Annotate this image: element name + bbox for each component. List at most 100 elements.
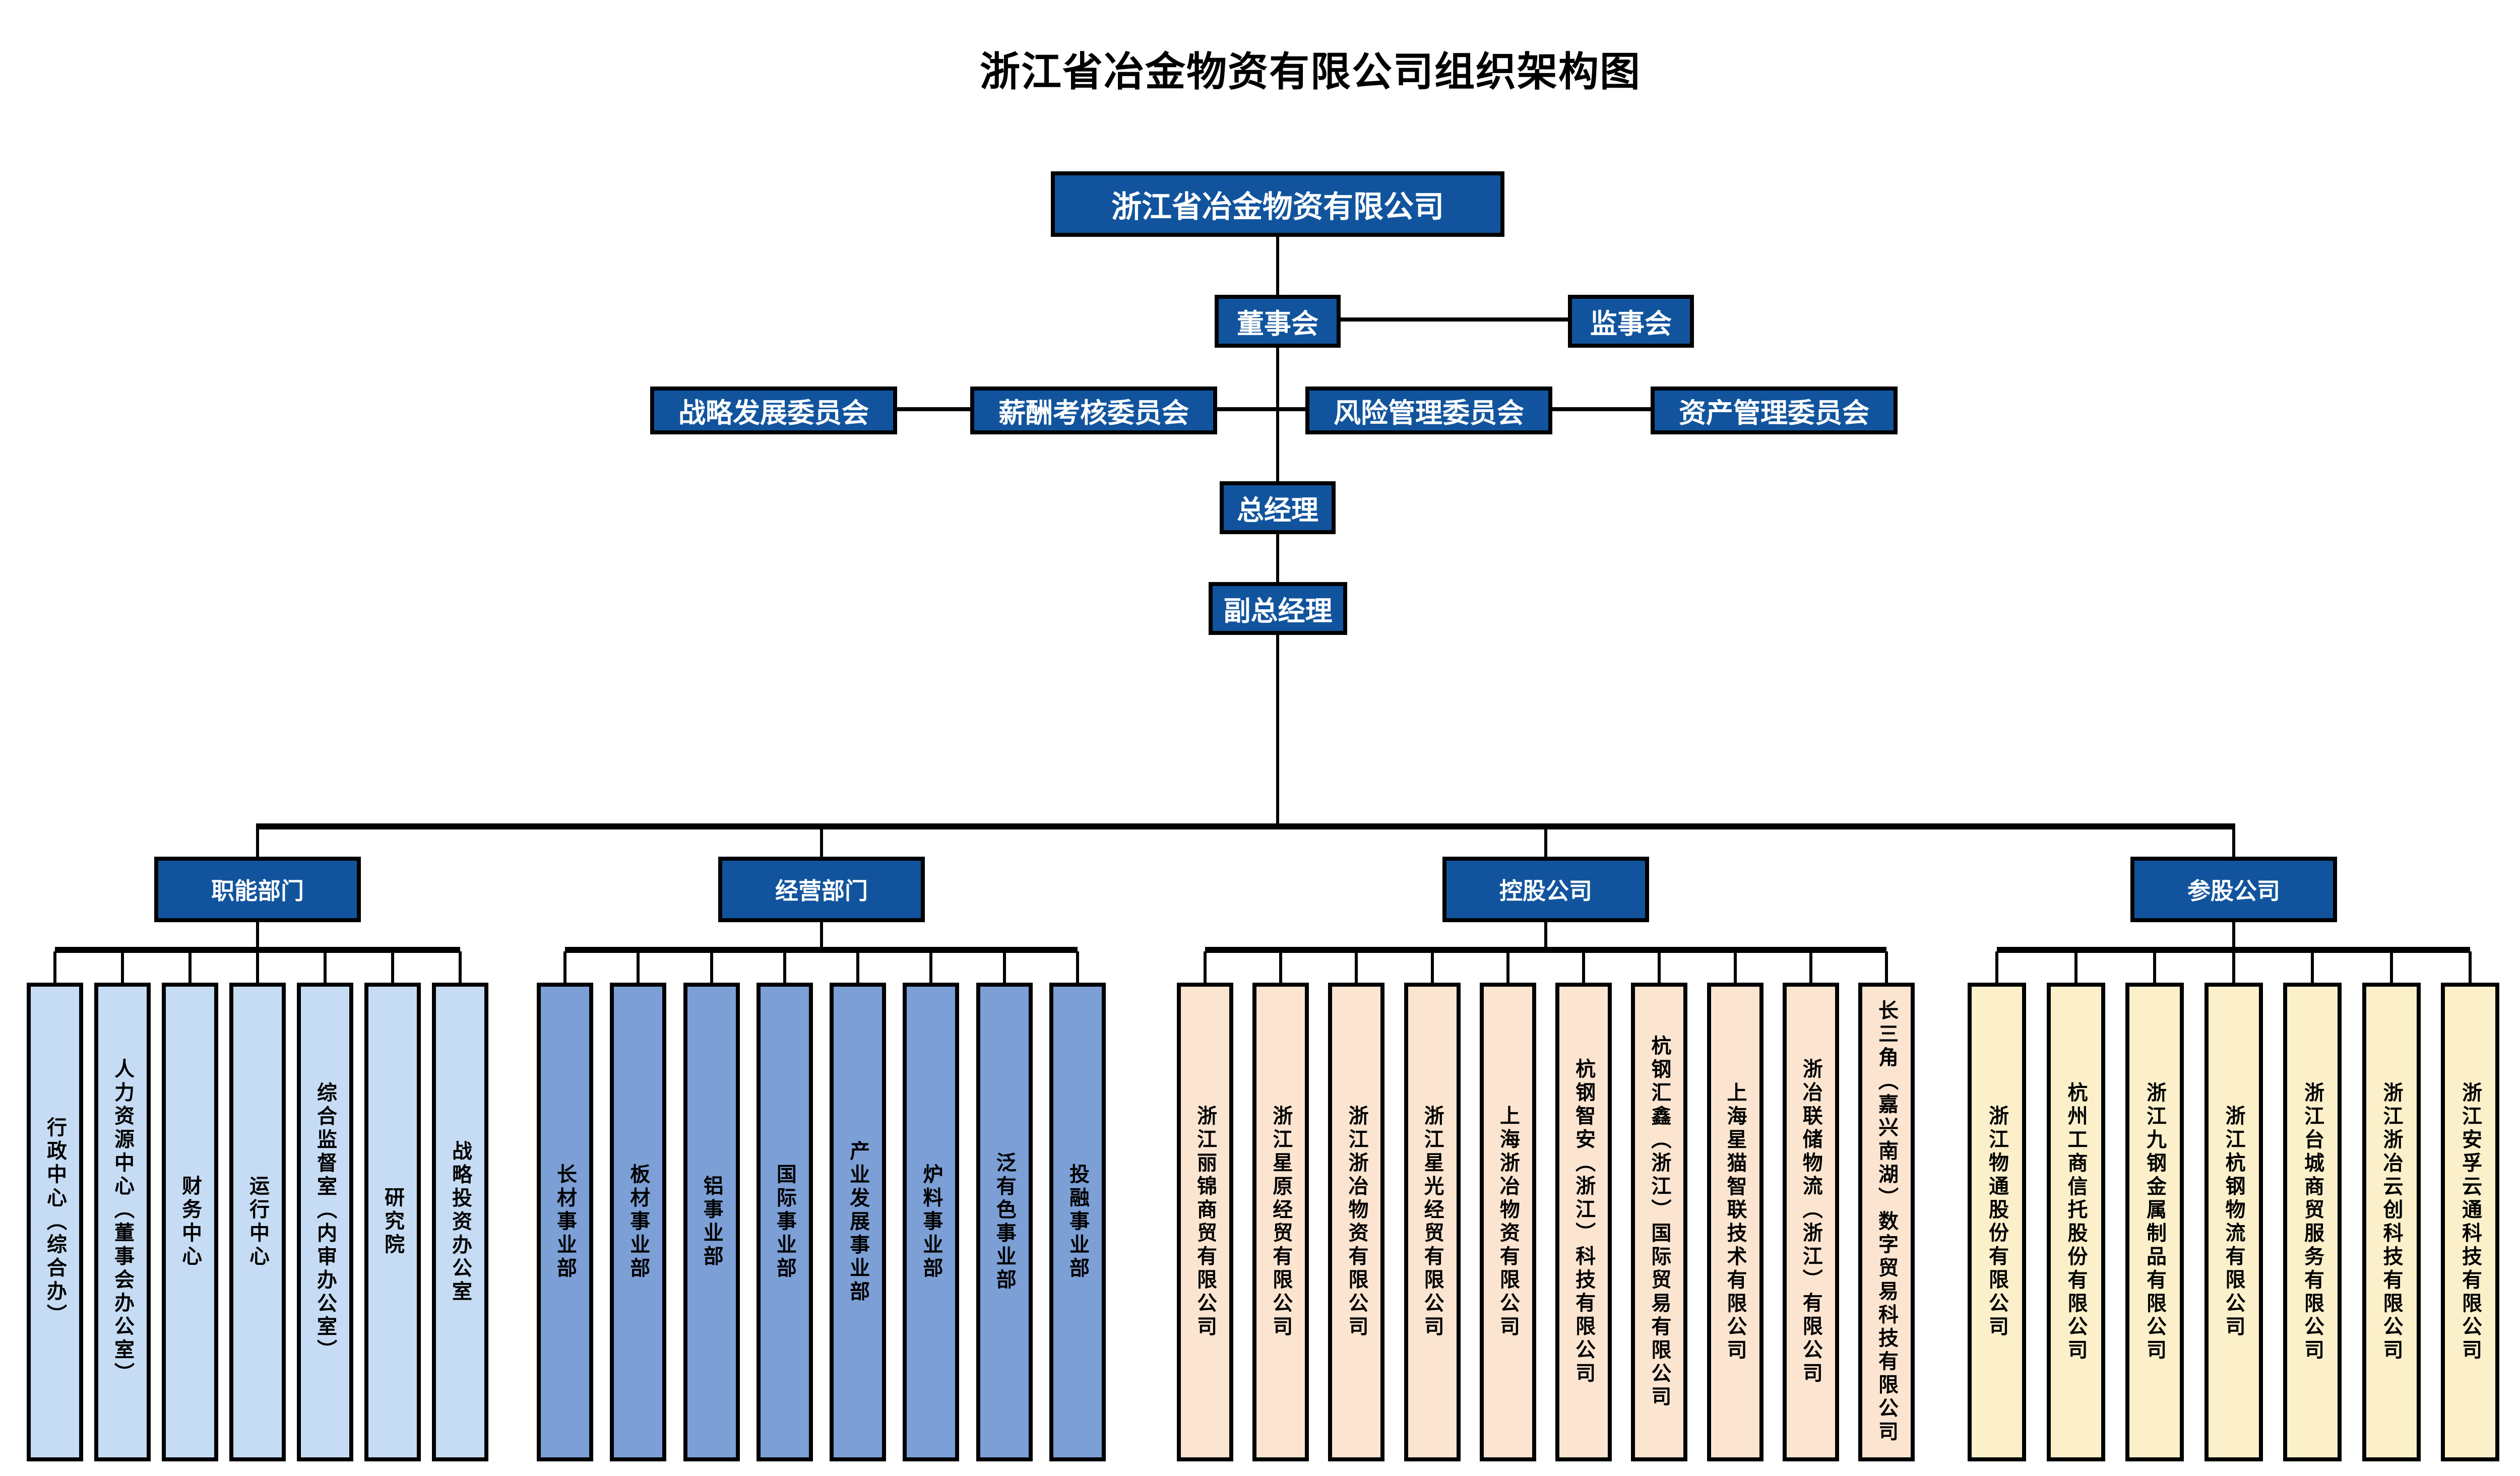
company-column-label: 长三角（嘉兴南湖）数字贸易科技有限公司 [1874,1000,1898,1444]
company-column: 杭州工商信托股份有限公司 [2046,951,2105,1461]
board-box: 董事会 [1215,295,1341,348]
committee-strategy-box: 战略发展委员会 [650,387,897,434]
dept-column-label: 战略投资办公室 [449,1140,472,1304]
dept-column-label: 运行中心 [246,1175,269,1269]
dept-column-label: 炉料事业部 [919,1164,943,1280]
group-columns-functional: 行政中心（综合办） 人力资源中心（董事会办公室） 财务中心 运行中心 综合监督室… [27,951,488,1461]
distribution-line-invested [1997,947,2470,953]
committee-risk-box: 风险管理委员会 [1305,387,1552,434]
company-column: 浙江浙冶云创科技有限公司 [2362,951,2421,1461]
dept-column: 研究院 [364,951,421,1461]
group-columns-invested: 浙江物通股份有限公司 杭州工商信托股份有限公司 浙江九钢金属制品有限公司 浙江杭… [1968,951,2499,1461]
drop-invested [2232,829,2235,857]
dept-column: 运行中心 [229,951,286,1461]
connector-board-supervisory [1341,317,1568,322]
group-header-holding: 控股公司 [1442,857,1649,922]
distribution-line-holding [1205,947,1886,953]
connector-root-board [1276,237,1279,295]
dept-column-label: 研究院 [381,1187,404,1257]
dept-column-label: 投融事业部 [1065,1164,1089,1280]
company-column-label: 杭州工商信托股份有限公司 [2064,1081,2088,1363]
drop-functional [256,829,259,857]
group-header-functional: 职能部门 [154,857,361,922]
group-columns-business: 长材事业部 板材事业部 铝事业部 国际事业部 产业发展事业部 炉料事业部 泛有色… [537,951,1106,1461]
dept-column-label: 泛有色事业部 [992,1151,1016,1293]
connector-board-gm [1276,348,1279,481]
company-column-label: 浙江物通股份有限公司 [1985,1105,2008,1339]
group-columns-holding: 浙江丽锦商贸有限公司 浙江星原经贸有限公司 浙江浙冶物资有限公司 浙江星光经贸有… [1177,951,1915,1461]
company-column-label: 浙江台城商贸服务有限公司 [2301,1081,2324,1363]
dept-column-label: 综合监督室（内审办公室） [313,1081,337,1363]
header-drop-invested [2232,922,2235,950]
group-header-invested: 参股公司 [2130,857,2337,922]
company-column-label: 上海浙冶物资有限公司 [1496,1105,1520,1339]
trunk-line [256,823,2235,829]
supervisory-board-box: 监事会 [1568,295,1694,348]
dept-column: 综合监督室（内审办公室） [297,951,353,1461]
dept-column: 财务中心 [162,951,218,1461]
distribution-line-functional [55,947,460,953]
company-column-label: 浙江丽锦商贸有限公司 [1193,1105,1217,1339]
company-column: 浙江台城商贸服务有限公司 [2283,951,2342,1461]
header-drop-business [820,922,823,950]
drop-holding [1544,829,1547,857]
dept-column: 战略投资办公室 [432,951,488,1461]
company-column-label: 上海星猫智联技术有限公司 [1723,1081,1747,1363]
company-column-label: 浙冶联储物流（浙江）有限公司 [1799,1058,1822,1386]
company-column: 浙江星光经贸有限公司 [1404,951,1461,1461]
dept-column: 投融事业部 [1049,951,1106,1461]
dept-column: 人力资源中心（董事会办公室） [94,951,151,1461]
company-column-label: 浙江浙冶物资有限公司 [1345,1105,1368,1339]
committee-asset-box: 资产管理委员会 [1651,387,1898,434]
company-column: 杭钢智安（浙江）科技有限公司 [1555,951,1612,1461]
connector-committees [897,407,1651,411]
header-drop-functional [256,922,259,950]
dept-column: 国际事业部 [756,951,813,1461]
company-column: 长三角（嘉兴南湖）数字贸易科技有限公司 [1858,951,1915,1461]
company-column: 浙江九钢金属制品有限公司 [2125,951,2184,1461]
dept-column-label: 产业发展事业部 [846,1140,870,1304]
connector-gm-dgm [1276,534,1279,582]
company-column-label: 浙江安孚云通科技有限公司 [2459,1081,2482,1363]
company-column: 浙江杭钢物流有限公司 [2204,951,2263,1461]
dept-column-label: 行政中心（综合办） [43,1117,67,1327]
dept-column: 炉料事业部 [903,951,960,1461]
dept-column-label: 铝事业部 [700,1175,723,1269]
company-column-label: 浙江星原经贸有限公司 [1269,1105,1293,1339]
deputy-general-manager-box: 副总经理 [1209,582,1347,635]
dept-column-label: 板材事业部 [626,1164,650,1280]
company-column: 浙江安孚云通科技有限公司 [2441,951,2499,1461]
dept-column: 板材事业部 [610,951,667,1461]
company-column-label: 杭钢汇鑫（浙江）国际贸易有限公司 [1648,1035,1671,1409]
company-column: 浙江物通股份有限公司 [1968,951,2026,1461]
company-column: 上海星猫智联技术有限公司 [1707,951,1763,1461]
company-column: 浙江丽锦商贸有限公司 [1177,951,1233,1461]
dept-column: 产业发展事业部 [830,951,887,1461]
company-column-label: 浙江星光经贸有限公司 [1420,1105,1444,1339]
dept-column: 行政中心（综合办） [27,951,83,1461]
page-title: 浙江省冶金物资有限公司组织架构图 [980,48,1641,95]
drop-business [820,829,823,857]
dept-column-label: 人力资源中心（董事会办公室） [111,1058,134,1386]
dept-column-label: 国际事业部 [773,1164,796,1280]
company-column: 上海浙冶物资有限公司 [1479,951,1536,1461]
dept-column-label: 长材事业部 [553,1164,577,1280]
group-header-business: 经营部门 [718,857,925,922]
general-manager-box: 总经理 [1220,481,1336,534]
dept-column-label: 财务中心 [178,1175,202,1269]
company-column: 杭钢汇鑫（浙江）国际贸易有限公司 [1631,951,1688,1461]
root-company-box: 浙江省冶金物资有限公司 [1051,171,1504,237]
dept-column: 泛有色事业部 [976,951,1033,1461]
distribution-line-business [565,947,1078,953]
dept-column: 长材事业部 [537,951,593,1461]
company-column-label: 浙江杭钢物流有限公司 [2222,1105,2245,1339]
committee-compensation-box: 薪酬考核委员会 [970,387,1217,434]
company-column-label: 浙江九钢金属制品有限公司 [2143,1081,2166,1363]
connector-dgm-trunk [1276,635,1279,829]
company-column-label: 浙江浙冶云创科技有限公司 [2379,1081,2403,1363]
company-column-label: 杭钢智安（浙江）科技有限公司 [1572,1058,1596,1386]
company-column: 浙江星原经贸有限公司 [1252,951,1309,1461]
company-column: 浙冶联储物流（浙江）有限公司 [1782,951,1839,1461]
dept-column: 铝事业部 [683,951,740,1461]
